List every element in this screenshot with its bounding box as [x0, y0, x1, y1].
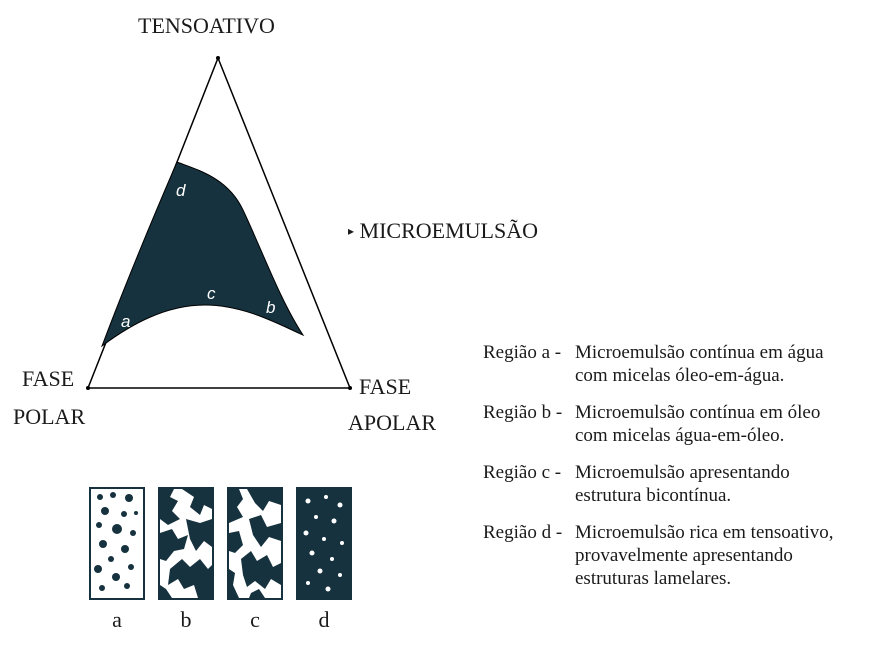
legend-desc-line2: com micelas óleo-em-água. — [575, 365, 785, 386]
structure-box-a — [89, 487, 145, 600]
vertex-dot-left — [86, 386, 90, 390]
structure-label-c: c — [250, 607, 260, 632]
legend-term: Região b - — [483, 402, 563, 423]
legend-desc-line2: estrutura bicontínua. — [575, 485, 732, 506]
vertex-dot-right — [348, 386, 352, 390]
legend-desc-line2: provavelmente apresentando — [575, 545, 793, 566]
legend-row-c: Região c - Microemulsão apresentando estr… — [483, 461, 834, 507]
region-letter-c: c — [207, 284, 216, 303]
vertex-label-fase-apolar-line1: FASE — [359, 374, 412, 399]
vertex-label-fase-apolar-line2: APOLAR — [348, 410, 437, 435]
microemulsion-region — [100, 161, 305, 348]
legend-desc-line1: Microemulsão apresentando — [575, 462, 790, 483]
legend-term: Região d - — [483, 522, 563, 543]
legend-desc-line1: Microemulsão contínua em óleo — [575, 402, 821, 423]
legend-row-d: Região d - Microemulsão rica em tensoativ… — [483, 521, 834, 590]
structure-box-b — [158, 487, 214, 600]
vertex-label-tensoativo: TENSOATIVO — [138, 13, 275, 38]
region-letter-b: b — [266, 298, 275, 317]
region-letter-a: a — [121, 312, 130, 331]
structure-box-d — [296, 487, 352, 600]
structure-label-b: b — [180, 607, 192, 632]
water-in-oil-structure-illustration — [160, 489, 212, 598]
microemulsion-label: ▸ MICROEMULSÃO — [348, 219, 538, 243]
legend-desc-line2: com micelas água-em-óleo. — [575, 425, 785, 446]
structure-box-c — [227, 487, 283, 600]
vertex-label-fase-polar-line2: POLAR — [13, 404, 86, 429]
structure-label-a: a — [112, 607, 122, 632]
vertex-label-fase-polar-line1: FASE — [22, 366, 75, 391]
bullet-icon: ▸ — [348, 224, 355, 238]
bicontinuous-structure-illustration — [229, 489, 281, 598]
lamellar-structure-illustration — [303, 495, 344, 592]
legend-term: Região a - — [483, 342, 562, 363]
legend-desc-line3: estruturas lamelares. — [575, 568, 732, 589]
legend-desc-line1: Microemulsão contínua em água — [575, 342, 824, 363]
region-legend: Região a -Microemulsão contínua em água … — [483, 341, 834, 604]
vertex-dot-top — [216, 56, 220, 60]
legend-row-a: Região a -Microemulsão contínua em água … — [483, 341, 834, 387]
structure-label-d: d — [318, 607, 330, 632]
microemulsion-label-text: MICROEMULSÃO — [359, 218, 538, 243]
oil-in-water-micelles-illustration — [94, 492, 138, 591]
legend-term: Região c - — [483, 462, 562, 483]
legend-desc-line1: Microemulsão rica em tensoativo, — [575, 522, 834, 543]
legend-row-b: Região b -Microemulsão contínua em óleo … — [483, 401, 834, 447]
region-letter-d: d — [176, 181, 186, 200]
